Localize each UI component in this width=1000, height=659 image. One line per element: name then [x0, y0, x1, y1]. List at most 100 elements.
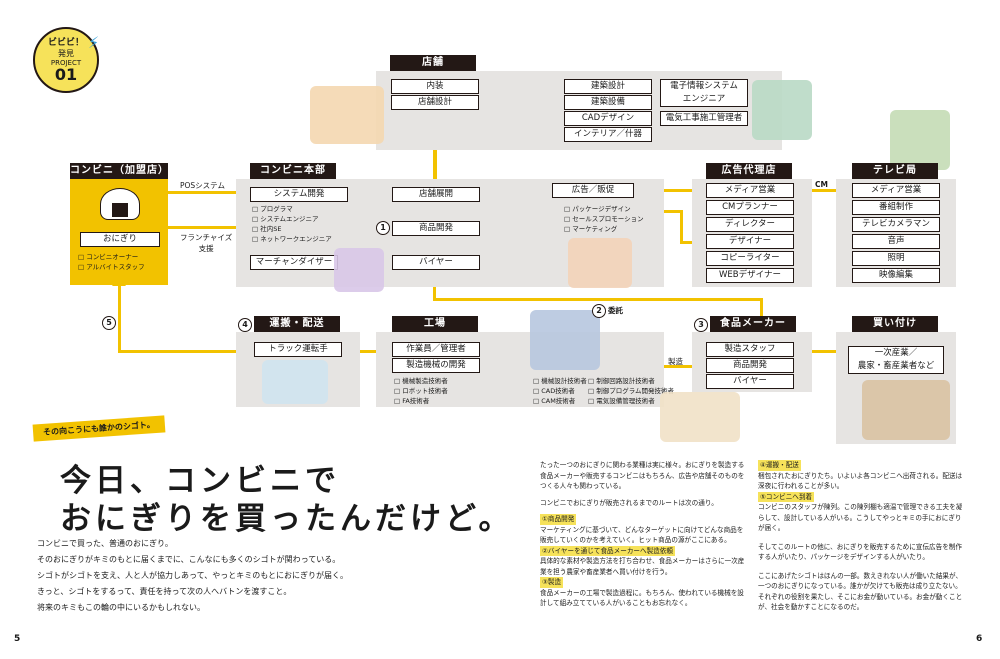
page-number-right: 6 — [976, 634, 983, 644]
lightning-icon: ⚡ — [88, 33, 100, 52]
badge-line1: ビビビ！ — [47, 38, 84, 48]
agency-item-4: デザイナー — [706, 234, 794, 249]
engineer-illustration — [752, 80, 812, 140]
truck-illustration — [262, 360, 328, 404]
farmer-illustration — [862, 380, 950, 440]
tenpo-naisou: 内装 — [391, 79, 479, 94]
interior-juki: インテリア／什器 — [564, 127, 652, 142]
intro-4: きっと、シゴトをするって、責任を持って次の人へバトンを渡すこと。 — [37, 587, 292, 596]
project-badge: ビビビ！ 発見 PROJECT 01 — [33, 27, 99, 93]
food-staff-illustration — [660, 392, 740, 442]
kojo-item-2: 製造機械の開発 — [392, 358, 480, 373]
kojo-title: 工場 — [392, 316, 478, 332]
food-item-1: 製造スタッフ — [706, 342, 794, 357]
system-staff-2: □ システムエンジニア — [252, 215, 319, 223]
kojo-staff2-2: □ CAD技術者 — [533, 387, 575, 395]
col1-t2: 具体的な素材や製造方法を打ち合わせ、食品メーカーはさらに一次産業を担う農家や畜産… — [540, 557, 745, 576]
designer-illustration — [568, 238, 632, 288]
marker-1: 1 — [376, 221, 390, 235]
tenpo-sekkei: 店舗設計 — [391, 95, 479, 110]
honbu-title: コンビニ本部 — [250, 163, 336, 179]
kojo-staff3-3: □ 電気設備管理技術者 — [588, 397, 655, 405]
line-kojo-unpan — [350, 350, 390, 353]
text-column-2: ④運搬・配送 梱包されたおにぎりたち。いよいよ各コンビニへ出荷される。配送は深夜… — [758, 460, 963, 613]
line-koukoku-agency — [632, 189, 712, 192]
agency-item-1: メディア営業 — [706, 183, 794, 198]
line-seizo — [650, 365, 710, 368]
kojo-staff2-1: □ 機械設計技術者 — [533, 377, 587, 385]
marker-5: 5 — [102, 316, 116, 330]
kojo-staff2-3: □ CAM技術者 — [533, 397, 576, 405]
conbini-staff-2: □ アルバイトスタッフ — [78, 263, 145, 271]
col1-h2: ②バイヤーを通じて食品メーカーへ製造依頼 — [540, 545, 675, 556]
tv-item-3: テレビカメラマン — [852, 217, 940, 232]
kenchiku-setsubi: 建築設備 — [564, 95, 652, 110]
kojo-staff-1: □ 機械製造技術者 — [394, 377, 448, 385]
banner: その向こうにも誰かのシゴト。 — [32, 415, 166, 442]
col2-t4: 梱包されたおにぎりたち。いよいよ各コンビニへ出荷される。配送は深夜に行われること… — [758, 471, 963, 491]
onigiri-icon — [100, 188, 140, 220]
itaku-label: 委託 — [608, 306, 623, 315]
col1-h1: ①商品開発 — [540, 514, 577, 525]
col1-p1: たった一つのおにぎりに関わる業種は実に様々。おにぎりを製造する食品メーカーや販売… — [540, 461, 745, 490]
col1-t1: マーケティングに基づいて、どんなターゲットに向けてどんな商品を販売していくのかを… — [540, 525, 744, 545]
food-item-2: 商品開発 — [706, 358, 794, 373]
koukoku-staff-2: □ セールスプロモーション — [564, 215, 644, 223]
agency-item-6: WEBデザイナー — [706, 268, 794, 283]
kojo-staff-2: □ ロボット技術者 — [394, 387, 448, 395]
line-itaku — [433, 298, 763, 301]
tv-item-2: 番組制作 — [852, 200, 940, 215]
badge-line2: 発見 — [58, 49, 74, 58]
intro-3: シゴトがシゴトを支え、人と人が協力しあって、やっとキミのもとにおにぎりが届く。 — [37, 571, 349, 580]
line-kaitsuke — [792, 350, 852, 353]
marker-2: 2 — [592, 304, 606, 318]
cameraman-illustration — [890, 110, 950, 170]
koukoku-hansoku: 広告／販促 — [552, 183, 634, 198]
unpan-title: 運搬・配送 — [254, 316, 340, 332]
kenchiku-sekkei: 建築設計 — [564, 79, 652, 94]
koukoku-staff-1: □ パッケージデザイン — [564, 205, 631, 213]
factory-illustration — [530, 310, 600, 370]
merchandiser: マーチャンダイザー — [250, 255, 338, 270]
shohin-kaihatsu: 商品開発 — [392, 221, 480, 236]
page-number-left: 5 — [14, 634, 21, 644]
line-pos — [168, 191, 258, 194]
tv-item-6: 映像編集 — [852, 268, 940, 283]
line-return-v — [118, 282, 121, 352]
tv-item-1: メディア営業 — [852, 183, 940, 198]
denshi-joho: 電子情報システム エンジニア — [660, 79, 748, 107]
food-item-3: バイヤー — [706, 374, 794, 389]
denki-koji: 電気工事施工管理者 — [660, 111, 748, 126]
system-kaihatsu: システム開発 — [250, 187, 348, 202]
intro-5: 将来のキミもこの輪の中にいるかもしれない。 — [37, 603, 205, 612]
line-package-v — [680, 210, 683, 243]
onigiri-box: おにぎり — [80, 232, 160, 247]
badge-number: 01 — [54, 65, 78, 84]
system-staff-3: □ 社内SE — [252, 225, 282, 233]
col2-p6: そしてこのルートの他に、おにぎりを販売するために宣伝広告を制作する人がいたり、パ… — [758, 542, 963, 562]
col2-p7: ここにあげたシゴトはほんの一部。数えきれない人が働いた結果が、一つのおにぎりにな… — [758, 571, 963, 612]
system-staff-1: □ プログラマ — [252, 205, 293, 213]
intro-2: そのおにぎりがキミのもとに届くまでに、こんなにも多くのシゴトが関わっている。 — [37, 555, 341, 564]
cad-design: CADデザイン — [564, 111, 652, 126]
food-title: 食品メーカー — [710, 316, 796, 332]
agency-item-2: CMプランナー — [706, 200, 794, 215]
agency-item-5: コピーライター — [706, 251, 794, 266]
kojo-staff3-2: □ 制御プログラム開発技術者 — [588, 387, 675, 395]
kaitsuke-title: 買い付け — [852, 316, 938, 332]
cm-label: CM — [815, 180, 828, 189]
col1-h3: ③製造 — [540, 577, 564, 588]
seizo-label: 製造 — [668, 357, 683, 366]
headline-2: おにぎりを買ったんだけど。 — [60, 501, 514, 537]
system-staff-4: □ ネットワークエンジニア — [252, 235, 332, 243]
marker-4: 4 — [238, 318, 252, 332]
badge-line3: PROJECT — [50, 59, 82, 67]
col1-p2: コンビニでおにぎりが販売されるまでのルートは次の通り。 — [540, 498, 718, 507]
line-return — [118, 350, 243, 353]
agency-title: 広告代理店 — [706, 163, 792, 179]
honbu-buyer: バイヤー — [392, 255, 480, 270]
tv-item-5: 照明 — [852, 251, 940, 266]
kaitsuke-item: 一次産業／ 農家・畜産業者など — [848, 346, 944, 374]
line-tenpo-honbu — [433, 90, 437, 230]
kojo-staff-3: □ FA技術者 — [394, 397, 430, 405]
